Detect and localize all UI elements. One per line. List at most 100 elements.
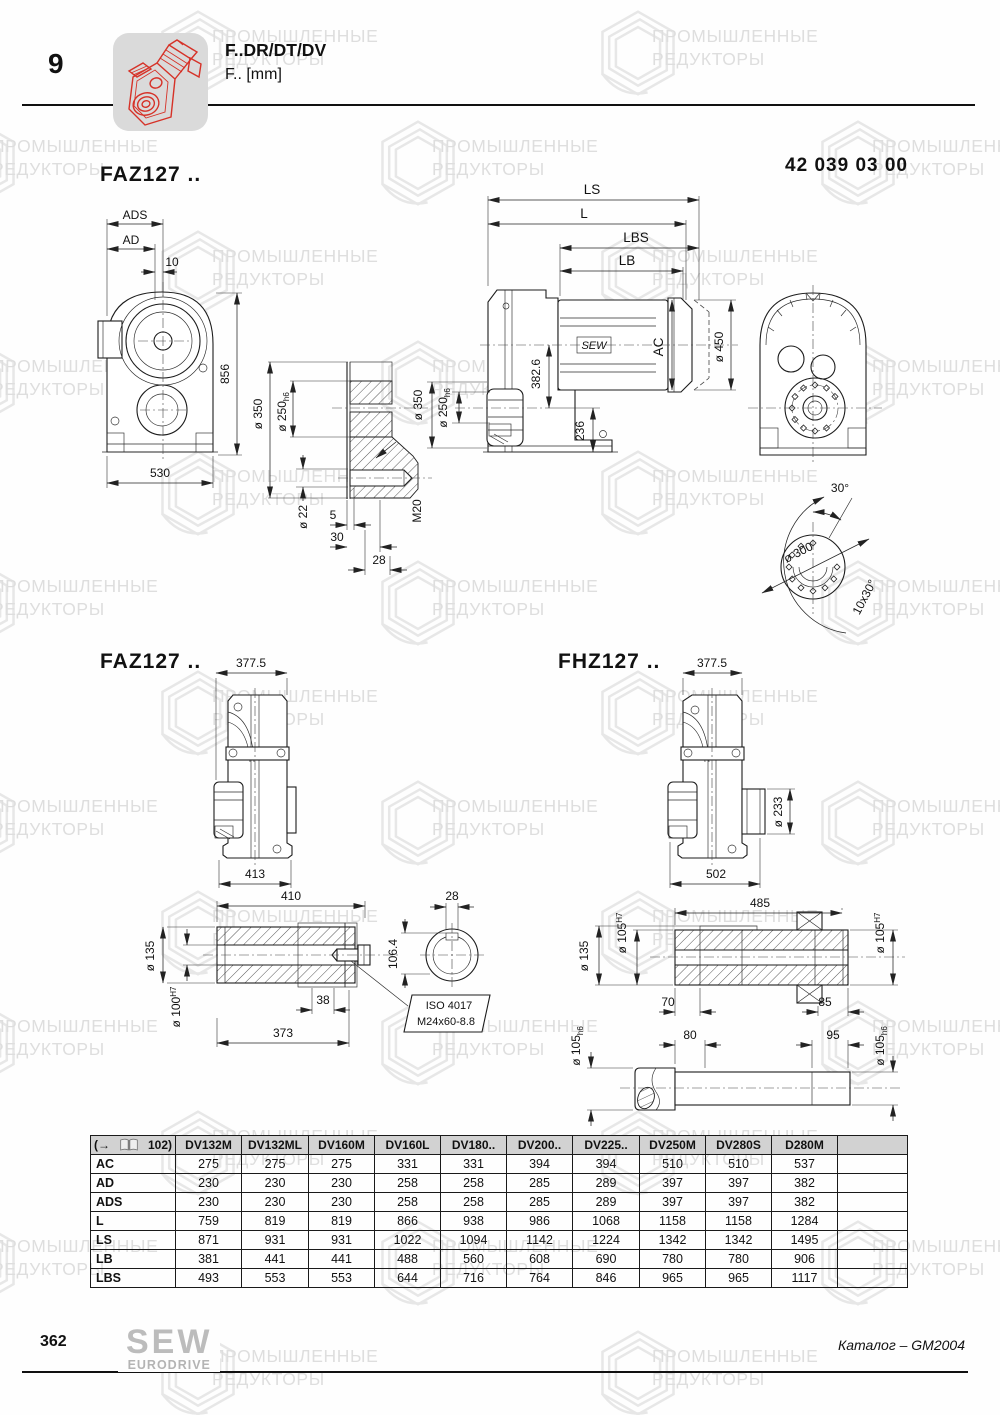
hexagon-swirl-icon	[161, 890, 235, 976]
col-header: DV132M	[175, 1135, 242, 1155]
dim-28: 28	[372, 553, 386, 567]
hexagon-swirl-icon	[381, 340, 455, 426]
col-header: DV180..	[440, 1135, 507, 1155]
sew-eurodrive-logo: SEW EURODRIVE	[118, 1325, 221, 1372]
dim-l: L	[580, 206, 588, 221]
dim-413: 413	[245, 867, 265, 881]
output-shaft-detail: 485 ø 105H7 ø 135 ø 105H7 70 85	[569, 896, 905, 1126]
bolt-circle-detail: ø 300 30° 10x30°	[761, 481, 880, 634]
dim-80: 80	[683, 1028, 697, 1042]
watermark: ПРОМЫШЛЕННЫЕ РЕДУКТОРЫ	[0, 775, 270, 880]
gearmotor-icon	[113, 33, 208, 131]
hexagon-swirl-icon	[161, 670, 235, 756]
watermark: ПРОМЫШЛЕННЫЕ РЕДУКТОРЫ	[810, 775, 1000, 880]
iso-note-line1: ISO 4017	[426, 1000, 472, 1012]
watermark: ПРОМЫШЛЕННЫЕ РЕДУКТОРЫ	[810, 995, 1000, 1100]
watermark-text: ПРОМЫШЛЕННЫЕ РЕДУКТОРЫ	[0, 576, 159, 619]
dim-dia135-left: ø 135	[143, 940, 157, 971]
dim-dia22: ø 22	[296, 505, 310, 529]
dim-373: 373	[273, 1026, 293, 1040]
watermark: ПРОМЫШЛЕННЫЕ РЕДУКТОРЫ	[590, 225, 930, 330]
watermark: ПРОМЫШЛЕННЫЕ РЕДУКТОРЫ	[0, 995, 270, 1100]
rear-view	[748, 285, 882, 464]
watermark: ПРОМЫШЛЕННЫЕ РЕДУКТОРЫ	[150, 885, 490, 990]
flange-section-detail: ø 350 ø 250h6 ø 22 5 30 28 M20	[251, 361, 432, 575]
watermark: ПРОМЫШЛЕННЫЕ РЕДУКТОРЫ	[370, 995, 710, 1100]
fhz127-profile-view: 377.5 ø 233 502	[667, 656, 795, 888]
dim-95: 95	[826, 1028, 840, 1042]
hexagon-swirl-icon	[161, 230, 235, 316]
hexagon-swirl-icon	[601, 890, 675, 976]
watermark-text: ПРОМЫШЛЕННЫЕ РЕДУКТОРЫ	[212, 466, 379, 509]
watermark: ПРОМЫШЛЕННЫЕ РЕДУКТОРЫ	[0, 335, 270, 440]
watermark-text: ПРОМЫШЛЕННЫЕ РЕДУКТОРЫ	[652, 466, 819, 509]
chapter-number: 9	[48, 48, 64, 79]
watermark: ПРОМЫШЛЕННЫЕ РЕДУКТОРЫ	[150, 225, 490, 330]
hexagon-swirl-icon	[601, 10, 675, 96]
watermark-text: ПРОМЫШЛЕННЫЕ РЕДУКТОРЫ	[872, 356, 1000, 399]
watermark: ПРОМЫШЛЕННЫЕ РЕДУКТОРЫ	[370, 115, 710, 220]
dim-flange-dia350: ø 350	[251, 398, 265, 429]
section-label-faz127-bottom: FAZ127 ..	[100, 650, 202, 673]
hexagon-swirl-icon	[821, 1000, 895, 1086]
col-header: DV132ML	[241, 1135, 309, 1155]
section-label-fhz127: FHZ127 ..	[558, 650, 661, 673]
hexagon-swirl-icon	[601, 670, 675, 756]
col-header: DV160L	[374, 1135, 441, 1155]
watermark: ПРОМЫШЛЕННЫЕ РЕДУКТОРЫ	[810, 555, 1000, 660]
col-header: DV250M	[639, 1135, 706, 1155]
hexagon-swirl-icon	[601, 1330, 675, 1415]
faz127-profile-view: 377.5 413	[213, 656, 297, 888]
hexagon-swirl-icon	[381, 1000, 455, 1086]
dim-485: 485	[750, 896, 770, 910]
dim-dia233: ø 233	[771, 796, 785, 827]
dim-dia105-H7-left: ø 105H7	[615, 912, 629, 953]
bolt-holes	[788, 381, 839, 435]
dim-530: 530	[150, 466, 170, 480]
catalog-reference: Каталог – GM2004	[837, 1337, 965, 1353]
watermark: ПРОМЫШЛЕННЫЕ РЕДУКТОРЫ	[590, 5, 930, 110]
hexagon-swirl-icon	[381, 560, 455, 646]
table-ref-cell: (→ 102)	[90, 1135, 176, 1155]
watermark-text: ПРОМЫШЛЕННЫЕ РЕДУКТОРЫ	[432, 576, 599, 619]
watermark: ПРОМЫШЛЕННЫЕ РЕДУКТОРЫ	[150, 665, 490, 770]
dim-10x30: 10x30°	[849, 577, 879, 617]
dim-856: 856	[218, 364, 232, 384]
watermark: ПРОМЫШЛЕННЫЕ РЕДУКТОРЫ	[0, 555, 270, 660]
hexagon-swirl-icon	[601, 450, 675, 536]
dim-lbs: LBS	[623, 230, 649, 245]
footer-rule	[22, 1371, 968, 1373]
watermark: ПРОМЫШЛЕННЫЕ РЕДУКТОРЫ	[590, 885, 930, 990]
dim-410: 410	[281, 889, 301, 903]
watermark: ПРОМЫШЛЕННЫЕ РЕДУКТОРЫ	[370, 335, 710, 440]
dim-38: 38	[316, 993, 330, 1007]
hexagon-swirl-icon	[601, 230, 675, 316]
dim-flange-dia250: ø 250h6	[275, 392, 291, 432]
dim-dia450: ø 450	[712, 331, 726, 362]
dim-3826: 382.6	[529, 359, 543, 389]
watermark: ПРОМЫШЛЕННЫЕ РЕДУКТОРЫ	[590, 445, 930, 550]
dim-1064: 106.4	[386, 939, 400, 969]
watermark-text: ПРОМЫШЛЕННЫЕ РЕДУКТОРЫ	[212, 246, 379, 289]
dim-30: 30	[330, 530, 344, 544]
page-subtitle: F.. [mm]	[225, 66, 282, 83]
dim-dia105-h6-right: ø 105h6	[873, 1026, 889, 1066]
watermark-text: ПРОМЫШЛЕННЫЕ РЕДУКТОРЫ	[652, 686, 819, 729]
hexagon-swirl-icon	[161, 450, 235, 536]
dim-85: 85	[818, 995, 832, 1009]
watermark: ПРОМЫШЛЕННЫЕ РЕДУКТОРЫ	[370, 555, 710, 660]
side-view: SEW LS L LBS LB AC	[411, 182, 738, 453]
dim-236: 236	[573, 421, 587, 441]
section-label-faz127-top: FAZ127 ..	[100, 163, 202, 186]
dim-side-dia350: ø 350	[411, 389, 425, 420]
watermark-text: ПРОМЫШЛЕННЫЕ РЕДУКТОРЫ	[212, 1346, 379, 1389]
watermark: ПРОМЫШЛЕННЫЕ РЕДУКТОРЫ	[370, 775, 710, 880]
watermark-text: ПРОМЫШЛЕННЫЕ РЕДУКТОРЫ	[652, 26, 819, 69]
hollow-shaft-detail: 410 ø 135 ø 100H7 38 373	[143, 889, 491, 1047]
dim-dia135-right: ø 135	[577, 940, 591, 971]
iso-note-line2: M24x60-8.8	[417, 1016, 475, 1028]
col-header: DV200..	[506, 1135, 573, 1155]
